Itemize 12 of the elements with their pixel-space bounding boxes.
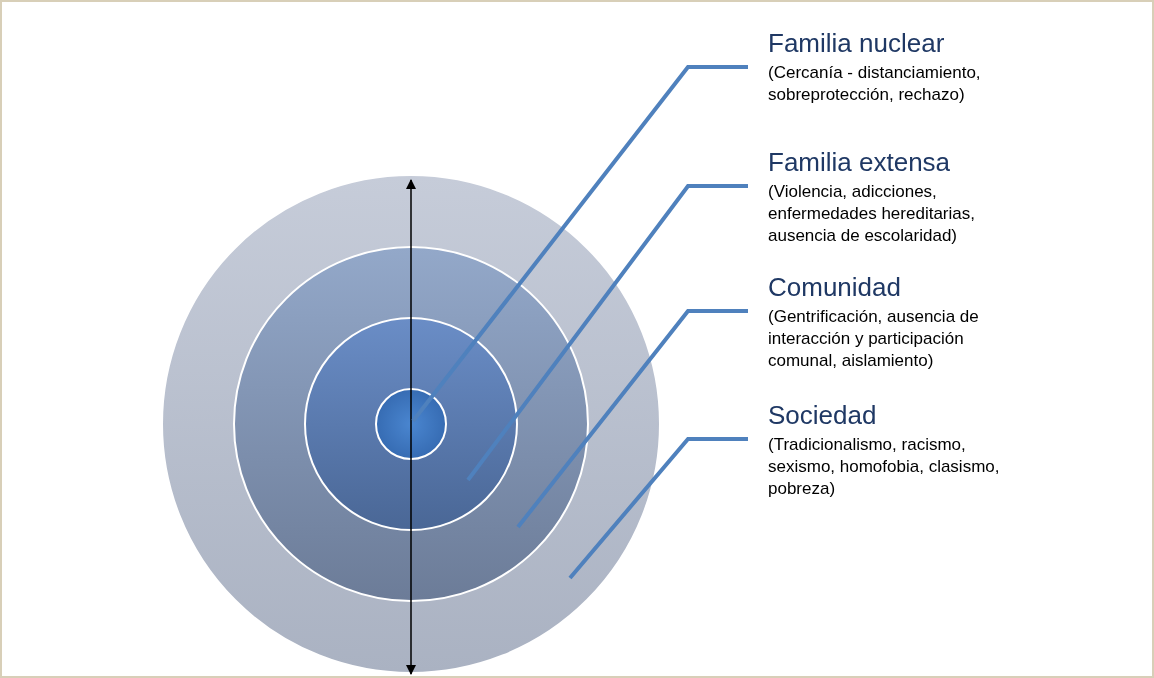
leader-line (516, 309, 748, 529)
level-description: (Violencia, adicciones, enfermedades hereditarias, ausencia de escolaridad) (768, 181, 976, 247)
leader-line (568, 437, 748, 580)
leader-line (466, 184, 748, 482)
level-description: (Tradicionalismo, racismo, sexismo, homofobia, clasismo, pobreza) (768, 434, 1000, 500)
level-heading: Comunidad (768, 272, 902, 302)
level-heading: Familia extensa (768, 147, 952, 177)
level-description: (Cercanía - distanciamiento, sobreprotección, rechazo) (768, 62, 982, 106)
level-heading: Sociedad (768, 400, 878, 430)
level-description: (Gentrificación, ausencia de interacción y participación comunal, aislamiento) (768, 306, 980, 372)
leader-line (411, 65, 748, 423)
level-heading: Familia nuclear (768, 28, 946, 58)
